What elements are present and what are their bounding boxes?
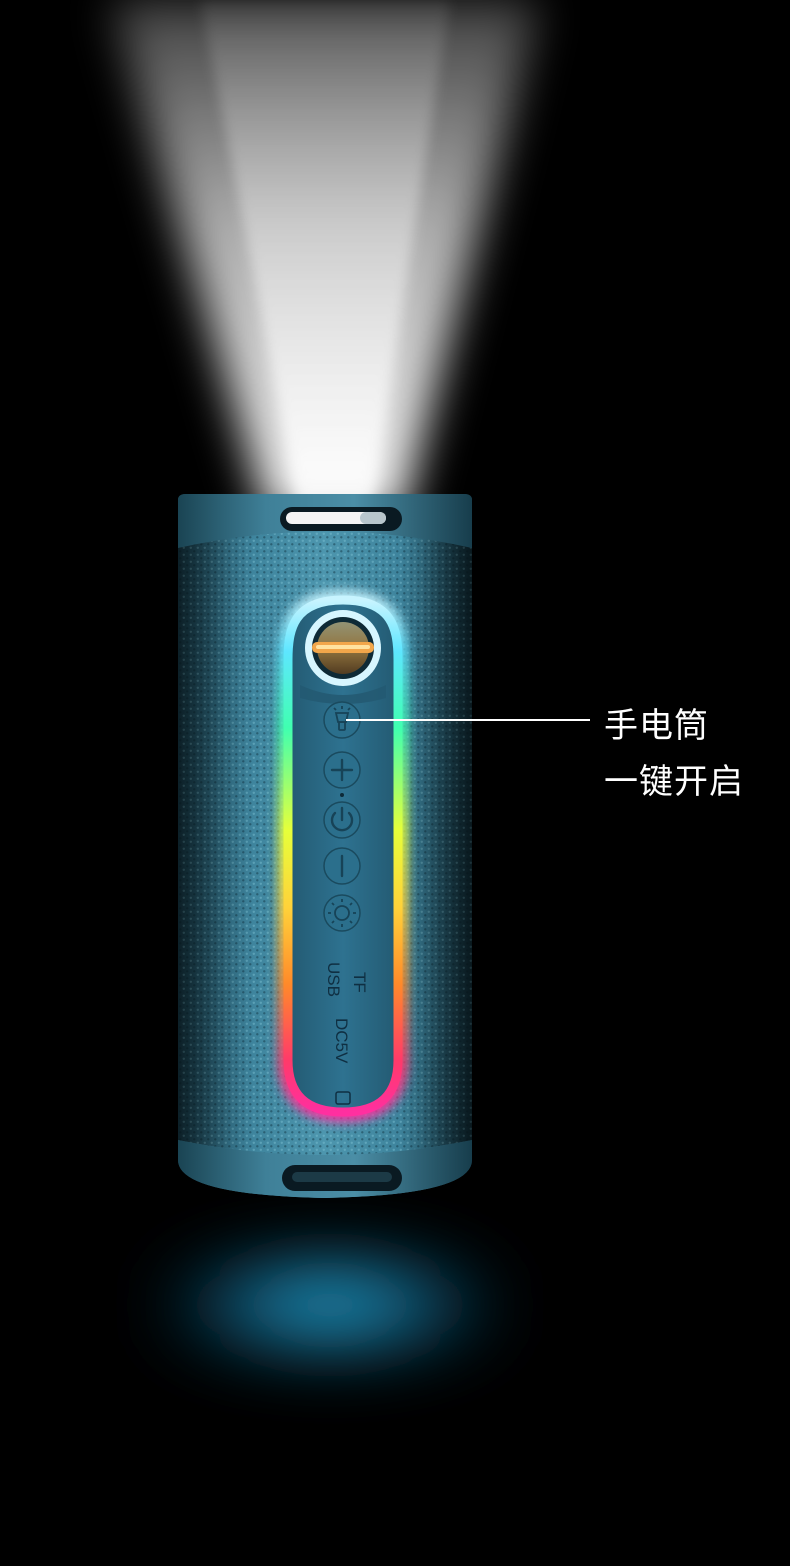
- under-glow: [140, 1243, 520, 1367]
- power-icon: [330, 806, 354, 832]
- volume-up-button[interactable]: [323, 751, 361, 789]
- dc-port: [335, 1091, 351, 1105]
- callout-line-2: 一键开启: [604, 762, 744, 802]
- mode-button[interactable]: [323, 894, 361, 932]
- dc-port-label: DC5V: [332, 1018, 351, 1064]
- volume-down-button[interactable]: [323, 847, 361, 885]
- panel-lens: [300, 610, 386, 704]
- power-button[interactable]: [323, 801, 361, 839]
- port-labels: TF USB DC5V: [324, 962, 369, 1105]
- tf-port-label: TF: [350, 972, 369, 993]
- indicator-dot: [340, 793, 344, 797]
- mode-icon: [328, 899, 356, 927]
- flashlight-icon: [333, 706, 351, 731]
- plus-icon: [330, 758, 354, 782]
- callout-line-1: 手电筒: [604, 706, 709, 746]
- usb-port-label: USB: [324, 962, 343, 997]
- flashlight-callout: 手电筒 一键开启: [604, 698, 744, 810]
- flashlight-beam: [110, 0, 540, 520]
